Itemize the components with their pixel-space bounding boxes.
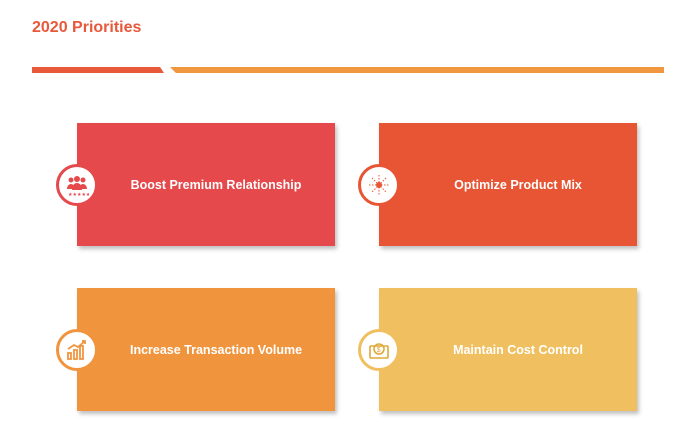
- money-icon: $: [358, 329, 400, 371]
- priority-card-transaction: Increase Transaction Volume: [56, 288, 335, 411]
- network-icon: [358, 164, 400, 206]
- header-divider-accent: [32, 67, 164, 73]
- svg-text:$: $: [377, 347, 381, 354]
- card-label: Optimize Product Mix: [454, 177, 582, 192]
- card-label: Maintain Cost Control: [453, 342, 583, 357]
- card-label: Boost Premium Relationship: [130, 177, 302, 192]
- priority-card-premium: ★★★★★ Boost Premium Relationship: [56, 123, 335, 246]
- priority-card-product-mix: Optimize Product Mix: [358, 123, 637, 246]
- bar-chart-growth-icon: [56, 329, 98, 371]
- priority-card-cost: $ Maintain Cost Control: [358, 288, 637, 411]
- page-title: 2020 Priorities: [32, 19, 142, 36]
- svg-text:★★★★★: ★★★★★: [68, 192, 89, 197]
- card-label: Increase Transaction Volume: [129, 342, 303, 357]
- users-stars-icon: ★★★★★: [56, 164, 98, 206]
- header-divider: [170, 67, 664, 73]
